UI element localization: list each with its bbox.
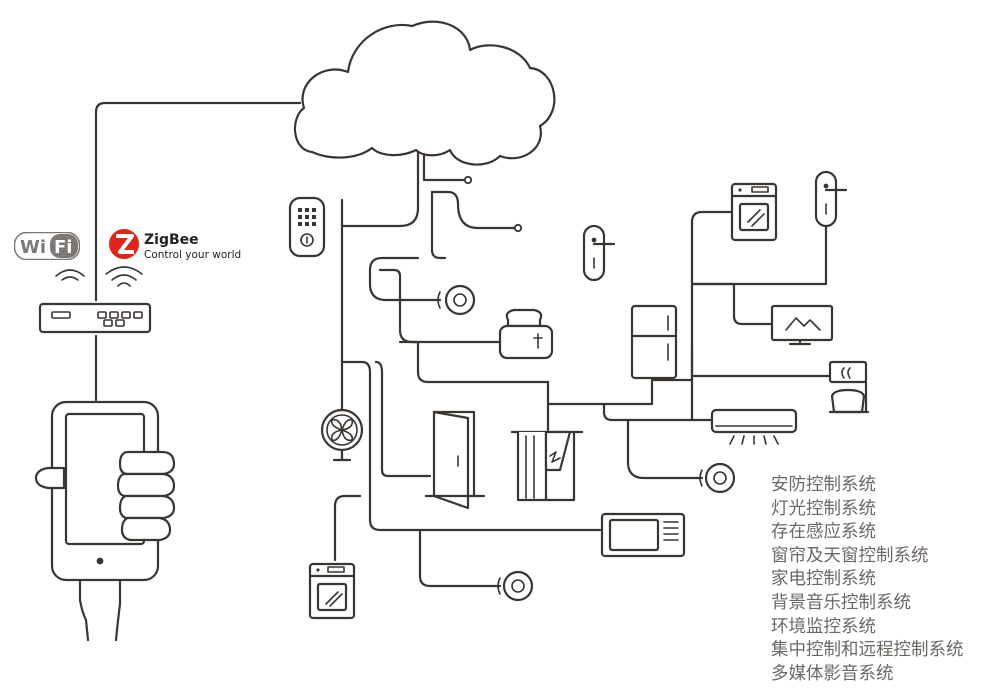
- zigbee-tagline: Control your world: [144, 249, 241, 261]
- wifi-logo: Wi Fi: [13, 231, 81, 264]
- zigbee-logo-icon: ZigBee Control your world: [109, 229, 241, 261]
- door-lock-icon: [814, 170, 848, 228]
- oven-icon: [308, 562, 356, 620]
- coffee-maker-icon: [828, 360, 870, 414]
- system-item: 背景音乐控制系统: [771, 592, 911, 613]
- connection-lines: [94, 101, 834, 588]
- air-conditioner-icon: [710, 408, 798, 445]
- television-icon: [770, 304, 834, 346]
- system-item: 家电控制系统: [771, 569, 876, 590]
- system-item: 灯光控制系统: [771, 498, 876, 519]
- system-item: 安防控制系统: [771, 475, 876, 495]
- system-item: 集中控制和远程控制系统: [771, 640, 964, 661]
- fan-icon: [320, 408, 364, 462]
- router-icon: [38, 266, 152, 334]
- toaster-icon: [498, 308, 554, 360]
- curtain-window-icon: [510, 430, 584, 502]
- washing-machine-icon: [730, 182, 778, 242]
- smartphone-icon: [34, 400, 176, 642]
- system-item: 窗帘及天窗控制系统: [771, 545, 929, 566]
- wifi-logo-icon: Wi Fi: [13, 231, 81, 261]
- speaker-icon: [437, 284, 476, 316]
- door-icon: [424, 410, 486, 510]
- connector-nodes: [463, 175, 523, 233]
- microwave-icon: [600, 512, 686, 558]
- system-list: 安防控制系统 灯光控制系统 存在感应系统 窗帘及天窗控制系统 家电控制系统 背景…: [771, 474, 964, 686]
- system-item: 环境监控系统: [771, 616, 876, 637]
- cloud-icon: [293, 20, 556, 166]
- door-lock-icon: [582, 224, 616, 282]
- zigbee-logo: ZigBee Control your world: [108, 226, 248, 266]
- svg-text:Fi: Fi: [54, 237, 72, 258]
- zigbee-name: ZigBee: [144, 232, 199, 248]
- refrigerator-icon: [630, 304, 678, 380]
- speaker-icon: [699, 462, 736, 494]
- speaker-icon: [497, 570, 534, 602]
- system-item: 存在感应系统: [771, 522, 876, 543]
- keypad-lock-icon: [288, 196, 326, 258]
- system-item: 多媒体影音系统: [771, 663, 894, 684]
- svg-text:Wi: Wi: [20, 237, 46, 258]
